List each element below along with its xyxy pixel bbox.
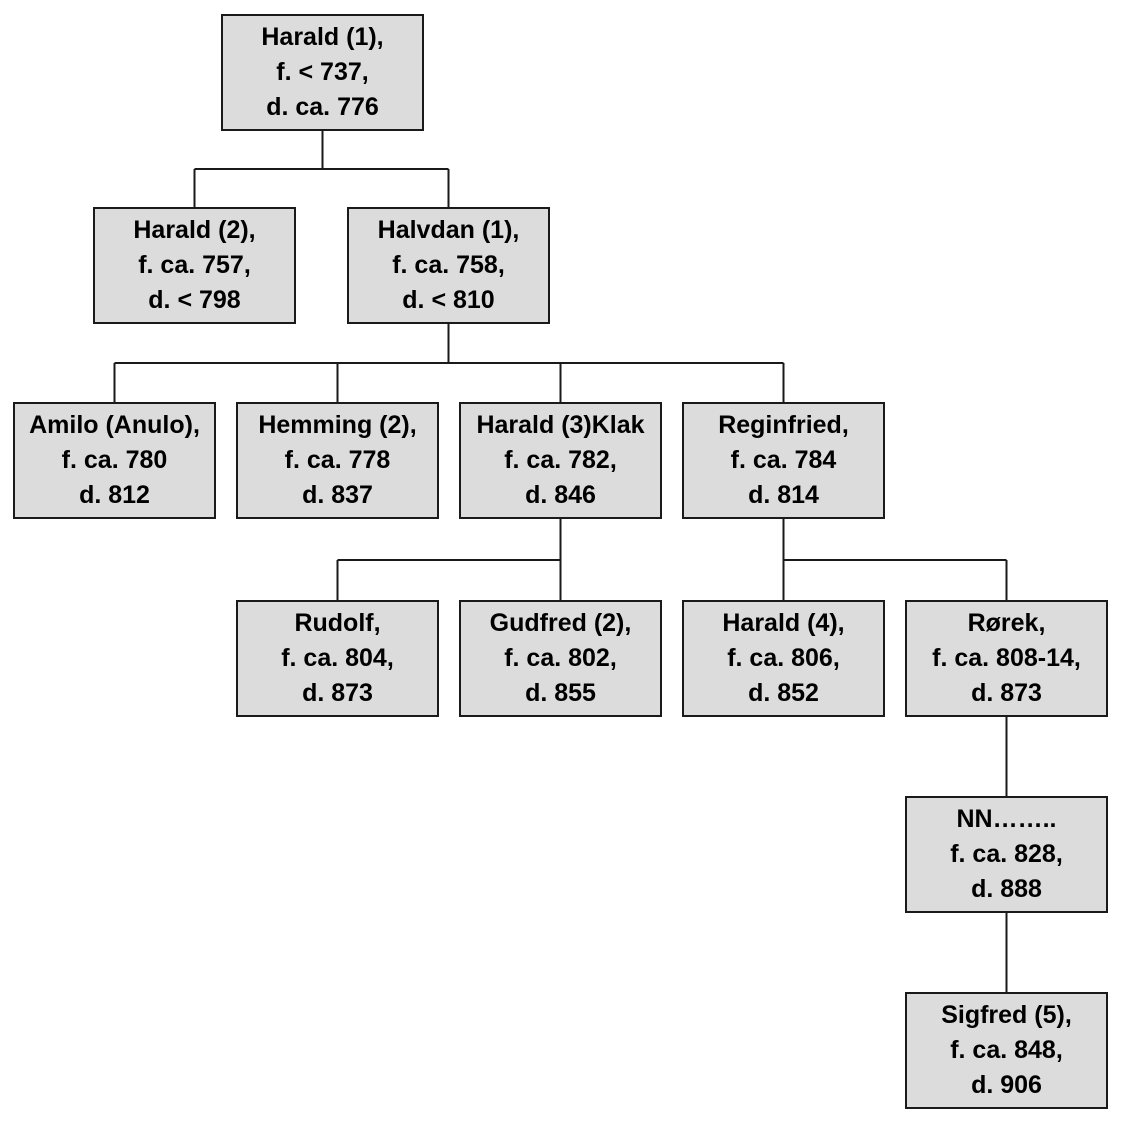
person-box-harald-1: Harald (1), f. < 737, d. ca. 776 xyxy=(221,14,424,131)
person-box-harald-3-klak: Harald (3)Klak f. ca. 782, d. 846 xyxy=(459,402,662,519)
person-born: f. ca. 780 xyxy=(61,446,168,474)
person-born: f. ca. 782, xyxy=(504,446,617,474)
person-born: f. ca. 778 xyxy=(284,446,391,474)
person-box-hemming-2: Hemming (2), f. ca. 778 d. 837 xyxy=(236,402,439,519)
person-box-halvdan-1: Halvdan (1), f. ca. 758, d. < 810 xyxy=(347,207,550,324)
person-born: f. ca. 784 xyxy=(730,446,837,474)
person-born: f. ca. 828, xyxy=(950,840,1063,868)
person-box-rudolf: Rudolf, f. ca. 804, d. 873 xyxy=(236,600,439,717)
person-born: f. ca. 758, xyxy=(392,251,505,279)
person-box-harald-2: Harald (2), f. ca. 757, d. < 798 xyxy=(93,207,296,324)
person-died: d. ca. 776 xyxy=(266,93,379,121)
person-died: d. 906 xyxy=(971,1071,1042,1099)
person-name: Harald (4), xyxy=(722,609,845,637)
person-name: Harald (1), xyxy=(261,23,384,51)
person-born: f. ca. 757, xyxy=(138,251,251,279)
person-born: f. ca. 848, xyxy=(950,1036,1063,1064)
person-died: d. 837 xyxy=(302,481,373,509)
person-name: Rørek, xyxy=(967,609,1046,637)
person-died: d. 888 xyxy=(971,875,1042,903)
person-died: d. 852 xyxy=(748,679,819,707)
person-name: Harald (2), xyxy=(133,216,256,244)
person-died: d. 873 xyxy=(302,679,373,707)
person-name: Reginfried, xyxy=(718,411,849,439)
person-died: d. 814 xyxy=(748,481,819,509)
person-born: f. ca. 806, xyxy=(727,644,840,672)
person-box-amilo: Amilo (Anulo), f. ca. 780 d. 812 xyxy=(13,402,216,519)
person-box-rorek: Rørek, f. ca. 808-14, d. 873 xyxy=(905,600,1108,717)
person-box-nn: NN…….. f. ca. 828, d. 888 xyxy=(905,796,1108,913)
person-name: Gudfred (2), xyxy=(489,609,632,637)
person-box-gudfred-2: Gudfred (2), f. ca. 802, d. 855 xyxy=(459,600,662,717)
person-name: Sigfred (5), xyxy=(941,1001,1072,1029)
person-name: NN…….. xyxy=(956,805,1057,833)
person-name: Amilo (Anulo), xyxy=(29,411,200,439)
person-died: d. 855 xyxy=(525,679,596,707)
person-born: f. ca. 802, xyxy=(504,644,617,672)
person-born: f. < 737, xyxy=(276,58,369,86)
person-name: Harald (3)Klak xyxy=(476,411,645,439)
person-died: d. 846 xyxy=(525,481,596,509)
person-born: f. ca. 804, xyxy=(281,644,394,672)
person-name: Rudolf, xyxy=(294,609,381,637)
person-box-harald-4: Harald (4), f. ca. 806, d. 852 xyxy=(682,600,885,717)
person-name: Hemming (2), xyxy=(258,411,417,439)
person-died: d. 873 xyxy=(971,679,1042,707)
person-box-reginfried: Reginfried, f. ca. 784 d. 814 xyxy=(682,402,885,519)
person-name: Halvdan (1), xyxy=(377,216,520,244)
person-died: d. < 810 xyxy=(402,286,495,314)
person-died: d. < 798 xyxy=(148,286,241,314)
person-died: d. 812 xyxy=(79,481,150,509)
person-box-sigfred-5: Sigfred (5), f. ca. 848, d. 906 xyxy=(905,992,1108,1109)
person-born: f. ca. 808-14, xyxy=(932,644,1081,672)
